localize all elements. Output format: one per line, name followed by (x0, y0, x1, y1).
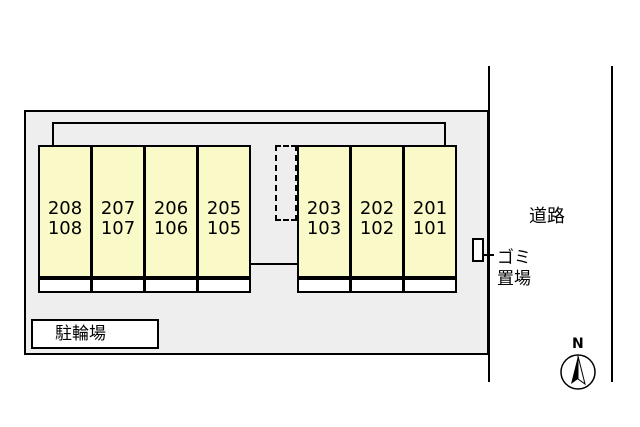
unit-lower-number: 102 (359, 218, 395, 239)
unit-lower-number: 108 (47, 218, 83, 239)
road-edge-right (611, 66, 613, 382)
unit-lower-number: 105 (206, 218, 242, 239)
north-label: N (572, 336, 584, 352)
unit-upper-number: 208 (47, 198, 83, 219)
unit-upper-number: 205 (206, 198, 242, 219)
bicycle-parking: 駐輪場 (31, 319, 159, 349)
garbage-label-line1: ゴミ (497, 248, 531, 268)
balcony (403, 278, 457, 293)
dashed-area (275, 145, 297, 221)
balcony (91, 278, 145, 293)
balcony (297, 278, 351, 293)
unit-205-105: 205 105 (197, 145, 251, 278)
unit-lower-number: 103 (306, 218, 342, 239)
road-edge-left (488, 66, 490, 382)
north-arrow-icon (560, 354, 596, 390)
walkway (52, 122, 446, 152)
unit-208-108: 208 108 (38, 145, 92, 278)
balcony (197, 278, 251, 293)
walkway-connector (250, 263, 300, 267)
unit-203-103: 203 103 (297, 145, 351, 278)
unit-upper-number: 201 (412, 198, 448, 219)
unit-upper-number: 206 (153, 198, 189, 219)
balcony (350, 278, 404, 293)
unit-upper-number: 202 (359, 198, 395, 219)
unit-207-107: 207 107 (91, 145, 145, 278)
unit-upper-number: 203 (306, 198, 342, 219)
road-label: 道路 (529, 206, 565, 227)
balcony (144, 278, 198, 293)
balcony (38, 278, 92, 293)
unit-202-102: 202 102 (350, 145, 404, 278)
unit-206-106: 206 106 (144, 145, 198, 278)
unit-201-101: 201 101 (403, 145, 457, 278)
unit-lower-number: 101 (412, 218, 448, 239)
unit-lower-number: 107 (100, 218, 136, 239)
garbage-area-box (472, 238, 484, 262)
unit-lower-number: 106 (153, 218, 189, 239)
unit-upper-number: 207 (100, 198, 136, 219)
garbage-label-line2: 置場 (497, 269, 531, 289)
